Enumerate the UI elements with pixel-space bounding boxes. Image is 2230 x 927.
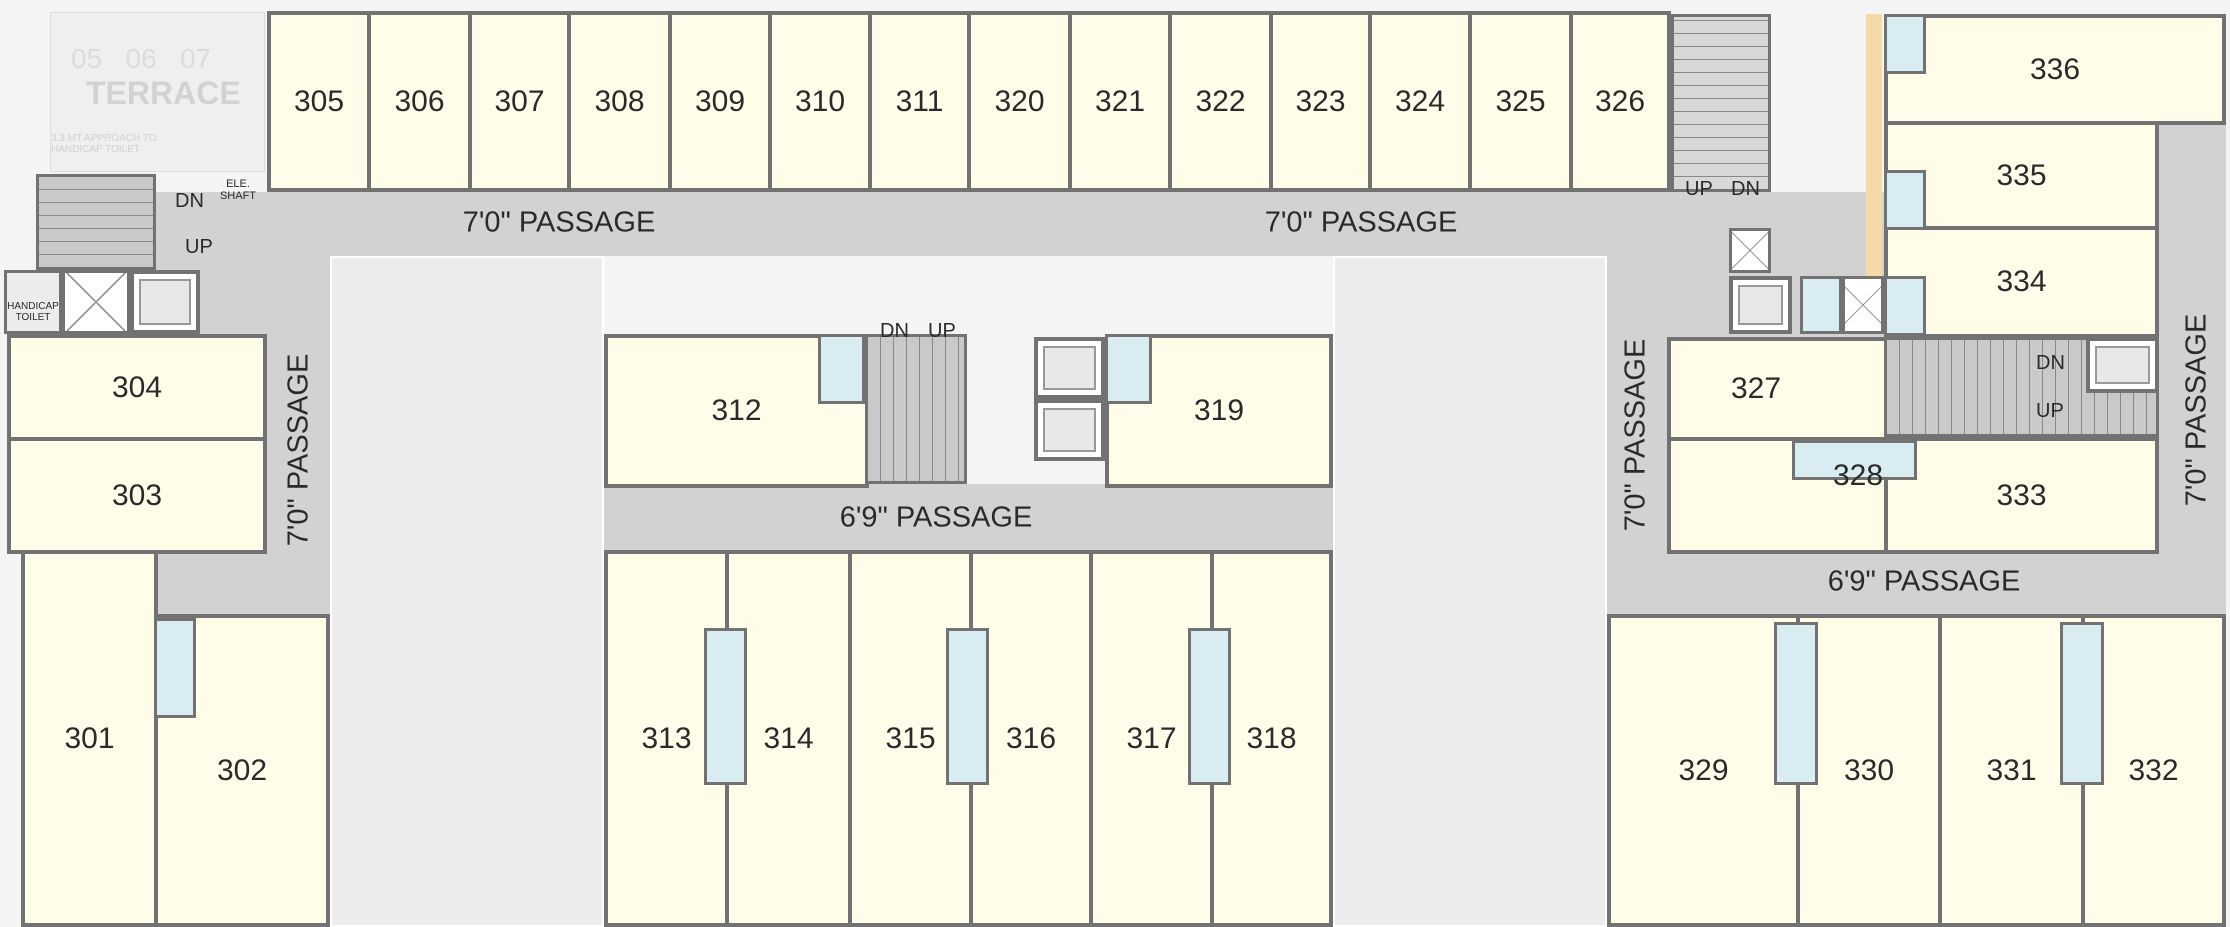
unit-325[interactable]: 325 <box>1468 11 1573 192</box>
unit-320[interactable]: 320 <box>967 11 1072 192</box>
courtyard-left <box>330 256 604 927</box>
shaft-left <box>62 270 130 334</box>
unit-308[interactable]: 308 <box>567 11 672 192</box>
stair-center-dn: DN <box>880 320 909 342</box>
toilet-329-330 <box>1774 622 1818 785</box>
passage-label-far-right-vertical: 7'0" PASSAGE <box>2180 313 2213 507</box>
unit-330[interactable]: 330 <box>1796 614 1942 927</box>
toilet-312 <box>818 334 865 404</box>
lift-left <box>130 270 200 334</box>
stair-right-dn: DN <box>2036 352 2065 374</box>
unit-310[interactable]: 310 <box>768 11 872 192</box>
stair-left-up: UP <box>185 236 213 258</box>
toilet-319 <box>1105 334 1152 404</box>
unit-336[interactable]: 336 <box>1884 14 2226 125</box>
passage-top <box>36 192 1771 256</box>
unit-305[interactable]: 305 <box>267 11 371 192</box>
courtyard-right <box>1333 256 1607 927</box>
unit-323[interactable]: 323 <box>1269 11 1372 192</box>
lift-right-2 <box>2086 337 2159 393</box>
passage-label-left-vertical: 7'0" PASSAGE <box>282 353 315 547</box>
passage-center <box>604 484 1333 550</box>
terrace-faint-numbers: 05 06 07 <box>71 43 212 74</box>
toilet-315-316 <box>946 628 989 785</box>
handicap-toilet-label: HANDICAP TOILET <box>7 301 59 323</box>
shaft-right-2 <box>1842 276 1884 334</box>
unit-334[interactable]: 334 <box>1884 226 2159 338</box>
unit-324[interactable]: 324 <box>1368 11 1472 192</box>
unit-313[interactable]: 313 <box>604 550 729 927</box>
passage-far-right-vertical <box>2159 125 2226 614</box>
unit-335[interactable]: 335 <box>1884 121 2159 230</box>
stair-right-up: UP <box>2036 400 2064 422</box>
staircase-left <box>36 174 156 270</box>
lift-center-2 <box>1034 399 1105 461</box>
stair-left-dn: DN <box>175 190 204 212</box>
unit-332[interactable]: 332 <box>2081 614 2226 927</box>
stair-top-right-up: UP <box>1685 178 1713 200</box>
passage-label-top-left: 7'0" PASSAGE <box>462 206 656 239</box>
stair-center-up: UP <box>928 320 956 342</box>
unit-328-label: 328 <box>1832 459 1884 492</box>
unit-311[interactable]: 311 <box>868 11 971 192</box>
terrace: 05 06 07 TERRACE 3.3 MT APPROACH TO HAND… <box>50 12 265 172</box>
toilet-313-314 <box>704 628 747 785</box>
unit-329[interactable]: 329 <box>1607 614 1800 927</box>
terrace-label: TERRACE <box>86 75 241 111</box>
unit-304[interactable]: 304 <box>7 334 267 441</box>
staircase-top-right <box>1671 14 1771 192</box>
light-strip-right <box>1866 14 1882 276</box>
unit-333[interactable]: 333 <box>1884 437 2159 554</box>
stair-top-right-dn: DN <box>1731 178 1760 200</box>
unit-322[interactable]: 322 <box>1168 11 1273 192</box>
toilet-334 <box>1884 276 1926 336</box>
passage-label-right-vertical: 7'0" PASSAGE <box>1619 338 1652 532</box>
unit-321[interactable]: 321 <box>1068 11 1172 192</box>
unit-326[interactable]: 326 <box>1569 11 1671 192</box>
handicap-toilet: HANDICAP TOILET <box>4 270 62 334</box>
toilet-331-332 <box>2060 622 2104 785</box>
unit-306[interactable]: 306 <box>367 11 472 192</box>
lift-center-1 <box>1034 337 1105 399</box>
toilet-core-right <box>1800 276 1842 334</box>
passage-label-top-right: 7'0" PASSAGE <box>1264 206 1458 239</box>
lift-right-1 <box>1729 276 1792 334</box>
passage-bottom-right <box>1607 550 2226 614</box>
toilet-328 <box>1792 440 1917 480</box>
toilet-336 <box>1884 14 1926 74</box>
unit-327[interactable]: 327 <box>1667 337 1888 441</box>
toilet-335 <box>1884 170 1926 230</box>
toilet-317-318 <box>1188 628 1231 785</box>
terrace-note: 3.3 MT APPROACH TO HANDICAP TOILET <box>51 133 157 155</box>
passage-label-center: 6'9" PASSAGE <box>839 501 1033 534</box>
unit-303[interactable]: 303 <box>7 437 267 554</box>
unit-309[interactable]: 309 <box>668 11 772 192</box>
ele-shaft-label: ELE. SHAFT <box>219 178 257 202</box>
shaft-right-1 <box>1729 228 1771 273</box>
passage-label-bottom-right: 6'9" PASSAGE <box>1827 565 2021 598</box>
passage-right-vertical <box>1607 192 1667 614</box>
unit-307[interactable]: 307 <box>468 11 571 192</box>
staircase-center <box>865 334 967 484</box>
unit-301[interactable]: 301 <box>21 550 158 927</box>
toilet-302 <box>154 618 196 718</box>
